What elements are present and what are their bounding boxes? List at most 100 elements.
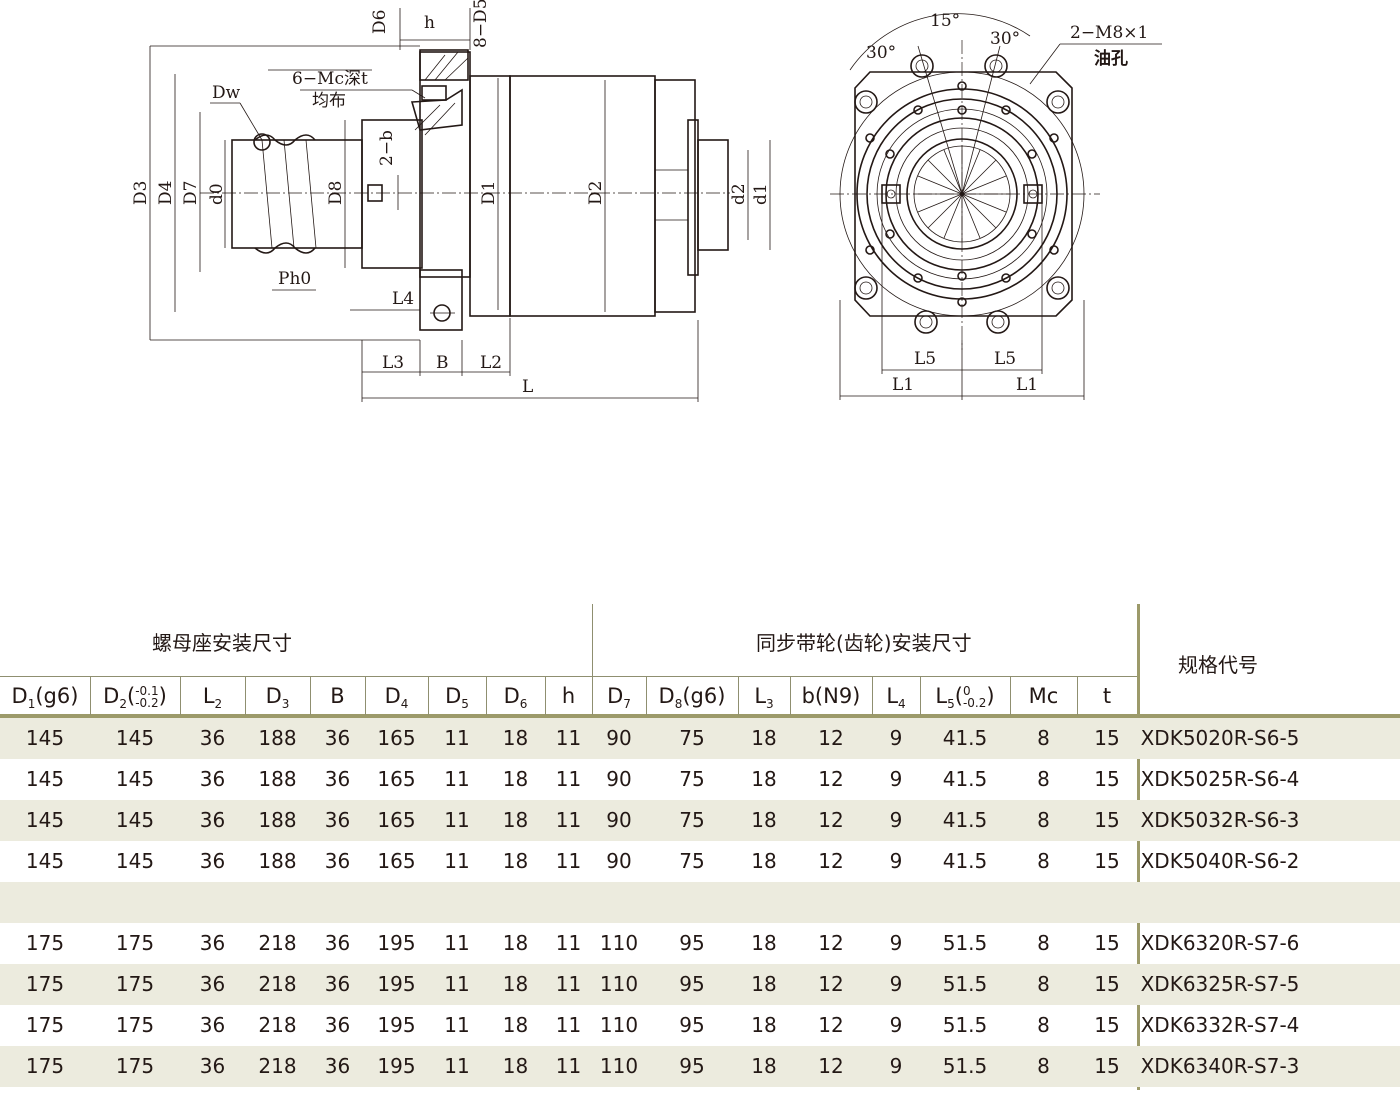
cell-d3: 188	[258, 849, 297, 873]
cell-h: 11	[555, 1054, 582, 1078]
cell-model: XDK6340R-S7-3	[1140, 1054, 1300, 1078]
cell-l3: 18	[751, 1013, 777, 1037]
cell-model: XDK6320R-S7-6	[1140, 931, 1300, 955]
cell-mc: 8	[1037, 972, 1050, 996]
cell-b: 12	[818, 931, 844, 955]
cell-h: 11	[555, 972, 582, 996]
label-b-dim: B	[436, 353, 449, 373]
cell-h: 11	[555, 808, 582, 832]
cell-model: XDK5020R-S6-5	[1140, 726, 1300, 750]
cell-l3: 18	[751, 767, 777, 791]
cell-mc: 8	[1037, 808, 1050, 832]
cell-d7: 90	[606, 726, 632, 750]
cell-d1: 175	[25, 1013, 65, 1037]
cell-d5: 11	[444, 931, 470, 955]
cell-l2: 36	[199, 931, 226, 955]
cell-h: 11	[555, 767, 582, 791]
cell-t: 15	[1094, 972, 1120, 996]
column-header-l2: L2	[202, 684, 223, 712]
label-l4: L4	[392, 289, 414, 309]
cell-l5	[920, 882, 1010, 923]
cell-d7: 90	[606, 808, 632, 832]
cell-d7: 110	[599, 972, 639, 996]
cell-d6: 18	[502, 767, 529, 791]
cell-b: 36	[324, 931, 351, 955]
cell-d5: 11	[444, 808, 470, 832]
cell-t	[1077, 882, 1137, 923]
group-header-model: 规格代号	[1178, 653, 1258, 677]
cell-d1: 145	[25, 808, 65, 832]
cell-l3: 18	[751, 972, 777, 996]
cell-l5: 41.5	[942, 808, 988, 832]
cell-d3: 218	[258, 1054, 297, 1078]
cell-l5: 41.5	[942, 849, 988, 873]
cell-mc: 8	[1037, 726, 1050, 750]
cell-b: 36	[324, 808, 351, 832]
cell-t: 15	[1094, 808, 1120, 832]
label-l3: L3	[382, 353, 404, 373]
cell-l3: 18	[751, 808, 777, 832]
cell-d4: 195	[377, 972, 416, 996]
cell-mc: 8	[1037, 931, 1050, 955]
cell-d3: 218	[258, 972, 297, 996]
label-d3: D3	[131, 181, 151, 205]
cell-d4: 165	[377, 726, 416, 750]
cell-b: 12	[818, 972, 844, 996]
cell-mc: 8	[1037, 1013, 1050, 1037]
label-d4: D4	[156, 181, 176, 205]
label-d5: 8−D5	[471, 0, 491, 48]
cell-d5: 11	[444, 726, 470, 750]
label-angle-30-right: 30°	[990, 29, 1020, 49]
cell-d6: 18	[502, 1013, 529, 1037]
cell-b: 12	[818, 1054, 844, 1078]
cell-l4: 9	[889, 972, 903, 996]
label-b: 2−b	[377, 130, 397, 166]
cell-d3: 218	[258, 1013, 297, 1037]
group-header-pulley: 同步带轮(齿轮)安装尺寸	[756, 631, 972, 655]
column-header-d1: D1(g6)	[11, 684, 79, 712]
cell-l5: 41.5	[942, 767, 988, 791]
label-d1-small: d1	[751, 183, 771, 205]
cell-l4: 9	[889, 726, 903, 750]
label-ph0: Ph0	[278, 269, 311, 289]
cell-d2: 175	[115, 1013, 155, 1037]
cell-d7: 110	[599, 1013, 639, 1037]
cell-d2	[90, 882, 180, 923]
cell-d3: 188	[258, 726, 297, 750]
cell-b: 36	[324, 726, 351, 750]
cell-l4: 9	[889, 931, 903, 955]
cell-t: 15	[1094, 726, 1120, 750]
cell-d6: 18	[502, 972, 529, 996]
cell-l3: 18	[751, 1054, 777, 1078]
column-header-l3: L3	[754, 684, 774, 712]
cell-d7: 110	[599, 1054, 639, 1078]
cell-l5: 41.5	[942, 726, 988, 750]
cell-d2: 145	[115, 767, 155, 791]
cell-l5: 51.5	[942, 972, 988, 996]
cell-b: 36	[324, 767, 351, 791]
cell-mc: 8	[1037, 849, 1050, 873]
cell-d5: 11	[444, 767, 470, 791]
cell-b: 36	[324, 972, 351, 996]
cell-d2: 145	[115, 808, 155, 832]
cell-l4: 9	[889, 849, 903, 873]
cell-d6: 18	[502, 726, 529, 750]
label-d2-big: D2	[586, 181, 606, 205]
label-l5-right: L5	[994, 349, 1016, 369]
label-d0: d0	[207, 183, 227, 205]
cell-t: 15	[1094, 1054, 1120, 1078]
label-mc: 6−Mc深t	[292, 69, 368, 89]
cell-l5: 51.5	[942, 1013, 988, 1037]
cell-d1	[0, 882, 90, 923]
cell-d4: 195	[377, 1054, 416, 1078]
cell-d5	[428, 882, 486, 923]
cell-d1: 175	[25, 972, 65, 996]
cell-d8	[646, 882, 738, 923]
cell-d8: 95	[679, 1013, 705, 1037]
label-l5-left: L5	[914, 349, 936, 369]
column-header-l4: L4	[886, 684, 906, 712]
